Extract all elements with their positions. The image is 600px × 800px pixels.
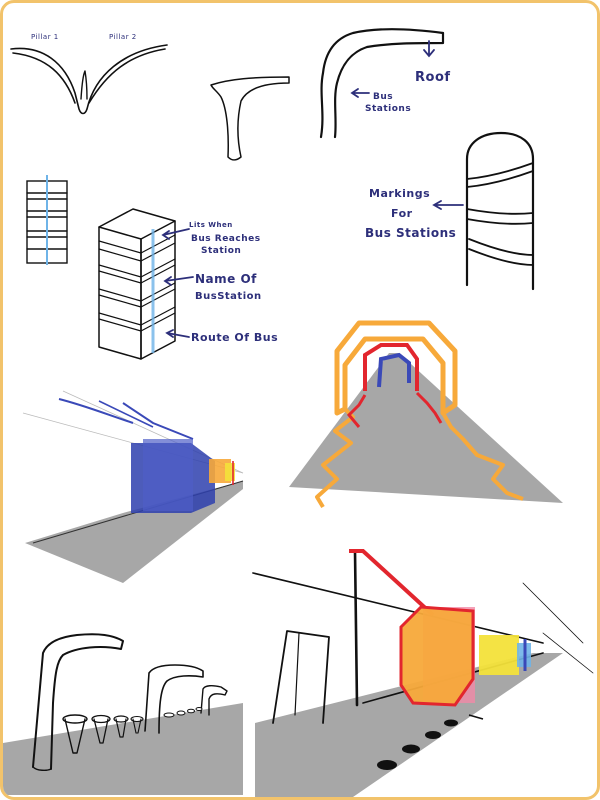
marked-cylinder-sketch: Markings For Bus Stations	[365, 131, 535, 291]
pillar-1-label: Pillar 1	[31, 33, 59, 41]
roof-sketch: Roof Bus Stations	[319, 28, 451, 139]
route-of-bus-label: Route Of Bus	[191, 331, 278, 344]
roof-label: Roof	[415, 70, 451, 85]
tunnel-arch-sketch	[289, 320, 563, 509]
bus-stations-label-line2: Stations	[365, 104, 411, 114]
isometric-tower-sketch: Lits When Bus Reaches Station Name Of Bu…	[98, 208, 278, 360]
lits-label-line1: Lits When	[189, 221, 233, 229]
markings-label-line3: Bus Stations	[365, 226, 456, 240]
lits-label-line3: Station	[201, 246, 241, 256]
t-pillar-sketch	[210, 76, 290, 161]
markings-label-line1: Markings	[369, 187, 430, 200]
lits-label-line2: Bus Reaches	[191, 234, 261, 244]
small-stack-sketch	[26, 175, 68, 265]
pillar-2-label: Pillar 2	[109, 33, 137, 41]
colored-station-perspective-sketch	[252, 549, 594, 797]
name-of-station-label-line2: BusStation	[195, 291, 262, 302]
name-of-station-label-line1: Name Of	[195, 272, 257, 286]
bus-stations-label-line1: Bus	[373, 92, 393, 102]
blue-box-perspective-sketch	[22, 390, 244, 583]
sketch-canvas: Pillar 1 Pillar 2 Roof Bus Stations Lits…	[3, 28, 594, 797]
markings-label-line2: For	[391, 207, 413, 220]
y-pillar-sketch: Pillar 1 Pillar 2	[10, 33, 168, 115]
canopy-station-sketch	[3, 633, 243, 795]
